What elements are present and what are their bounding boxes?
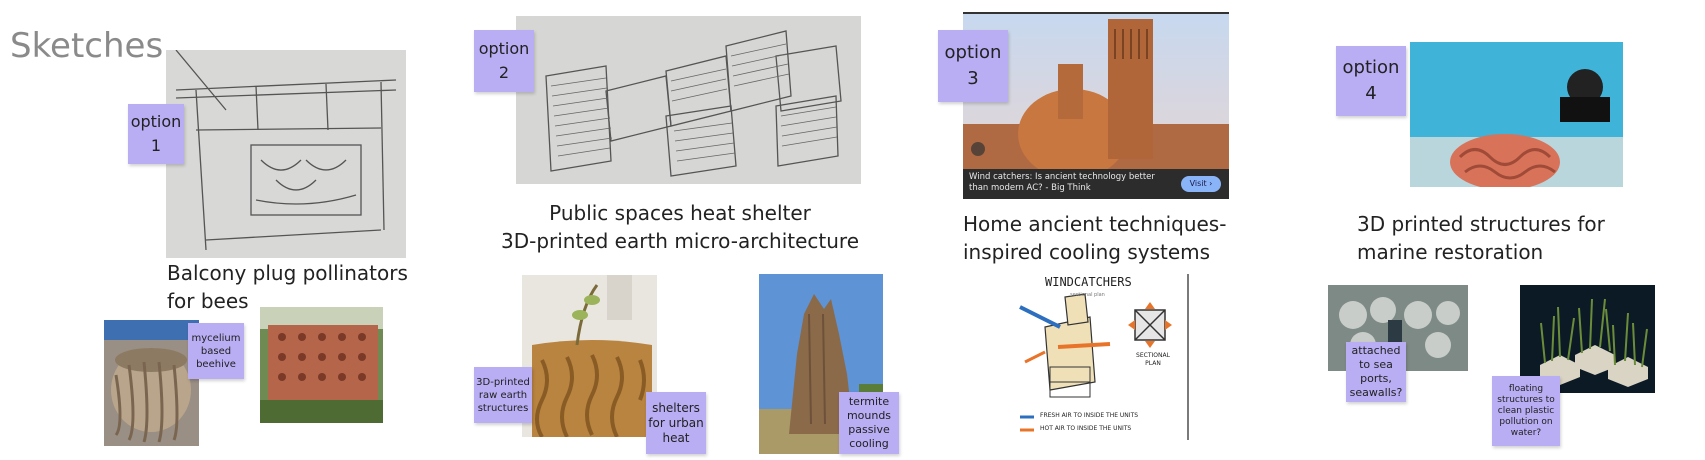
legend-hot-air: HOT AIR TO INSIDE THE UNITS xyxy=(1040,425,1132,432)
balcony-sketch-image[interactable] xyxy=(166,50,406,258)
board-title: Sketches xyxy=(10,26,164,66)
visit-button[interactable]: Visit › xyxy=(1181,176,1221,192)
windcatcher-diagram-sub: sectional plan xyxy=(1070,292,1105,298)
option-2-caption: Public spaces heat shelter 3D-printed ea… xyxy=(480,199,880,255)
mycelium-beehive-image[interactable] xyxy=(104,320,199,446)
marine-restoration-image[interactable] xyxy=(1410,42,1623,187)
windcatcher-photo[interactable]: Wind catchers: Is ancient technology bet… xyxy=(963,12,1229,199)
windcatcher-diagram[interactable]: WINDCATCHERS sectional plan SECTIONAL PL… xyxy=(1010,272,1190,442)
termite-mound-image[interactable] xyxy=(759,274,883,454)
option-4-caption: 3D printed structures for marine restora… xyxy=(1357,212,1605,264)
raw-earth-note[interactable]: 3D-printed raw earth structures xyxy=(474,367,532,423)
shelters-note[interactable]: shelters for urban heat xyxy=(646,392,706,454)
heat-shelter-sketch-image[interactable] xyxy=(516,16,861,184)
floating-note[interactable]: floating structures to clean plastic pol… xyxy=(1492,376,1560,446)
option-1-caption: Balcony plug pollinators for bees xyxy=(167,261,408,313)
sectional-plan-label: SECTIONAL PLAN xyxy=(1136,352,1170,367)
windcatcher-photo-caption: Wind catchers: Is ancient technology bet… xyxy=(969,172,1155,193)
legend-fresh-air: FRESH AIR TO INSIDE THE UNITS xyxy=(1040,412,1139,419)
option-2-caption-line2: 3D-printed earth micro-architecture xyxy=(500,229,859,253)
windcatcher-diagram-heading: WINDCATCHERS xyxy=(1045,275,1132,289)
sea-ports-note[interactable]: attached to sea ports, seawalls? xyxy=(1346,342,1406,402)
option-3-caption: Home ancient techniques-inspired cooling… xyxy=(963,212,1227,264)
brick-beehive-wall-image[interactable] xyxy=(260,307,383,423)
mycelium-note[interactable]: mycelium based beehive xyxy=(188,323,244,379)
earth-structure-image[interactable] xyxy=(522,275,657,437)
termite-note[interactable]: termite mounds passive cooling xyxy=(839,392,899,454)
option-2-caption-line1: Public spaces heat shelter xyxy=(549,201,811,225)
